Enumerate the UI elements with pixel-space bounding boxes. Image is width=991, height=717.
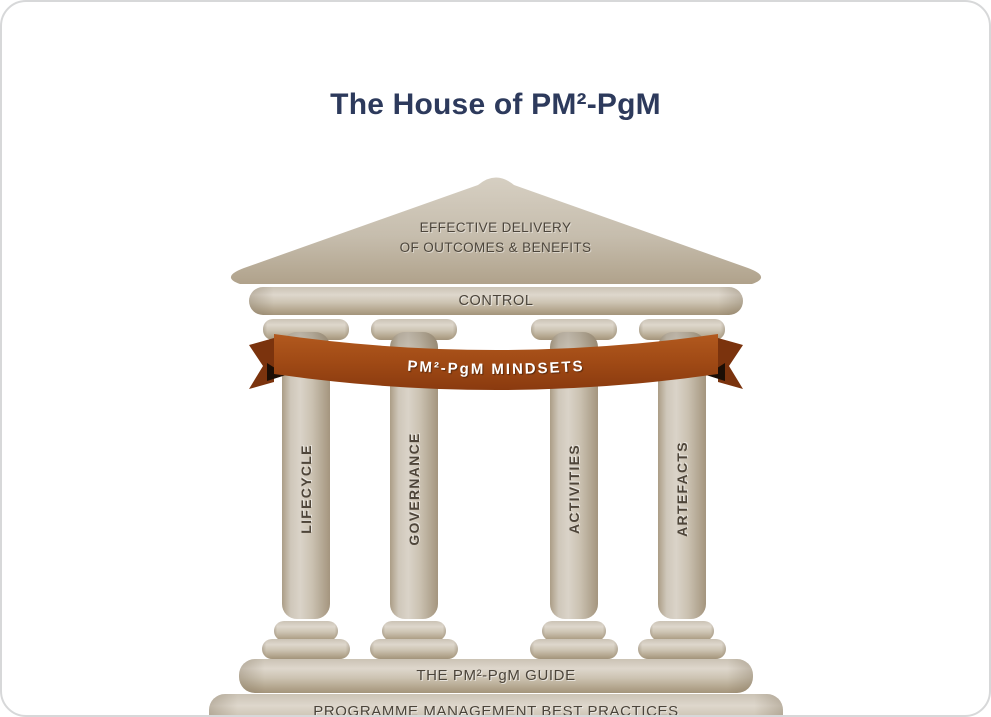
base-ring-upper-artefacts — [650, 621, 714, 641]
pillar-governance: GOVERNANCE — [390, 332, 438, 619]
base-ring-upper-lifecycle — [274, 621, 338, 641]
pediment-caption-line1: EFFECTIVE DELIVERY — [419, 220, 572, 235]
base-ring-upper-activities — [542, 621, 606, 641]
ribbon-band — [274, 334, 718, 390]
guide-label: THE PM²-PgM GUIDE — [416, 667, 576, 684]
pediment-caption: EFFECTIVE DELIVERY OF OUTCOMES & BENEFIT… — [2, 218, 989, 258]
control-bar: CONTROL — [249, 287, 743, 315]
base-ring-lower-activities — [530, 639, 618, 659]
pillar-lifecycle-label: LIFECYCLE — [298, 444, 314, 534]
control-label: CONTROL — [458, 293, 534, 309]
pillar-artefacts: ARTEFACTS — [658, 332, 706, 619]
base-ring-lower-artefacts — [638, 639, 726, 659]
page-title: The House of PM²-PgM — [330, 88, 661, 121]
pillar-activities: ACTIVITIES — [550, 332, 598, 619]
pillar-lifecycle: LIFECYCLE — [282, 332, 330, 619]
practices-label: PROGRAMME MANAGEMENT BEST PRACTICES — [313, 703, 679, 717]
pillar-activities-label: ACTIVITIES — [566, 443, 582, 535]
pediment-caption-line2: OF OUTCOMES & BENEFITS — [399, 240, 592, 255]
pillar-governance-label: GOVERNANCE — [406, 432, 422, 546]
pillar-artefacts-label: ARTEFACTS — [674, 441, 690, 537]
base-ring-lower-lifecycle — [262, 639, 350, 659]
base-ring-lower-governance — [370, 639, 458, 659]
practices-bar: PROGRAMME MANAGEMENT BEST PRACTICES — [209, 694, 783, 717]
ribbon-tail-left-icon — [249, 338, 274, 389]
ribbon-fold-right-icon — [706, 363, 725, 381]
base-ring-upper-governance — [382, 621, 446, 641]
guide-bar: THE PM²-PgM GUIDE — [239, 659, 753, 693]
ribbon-tail-right-icon — [718, 338, 743, 389]
